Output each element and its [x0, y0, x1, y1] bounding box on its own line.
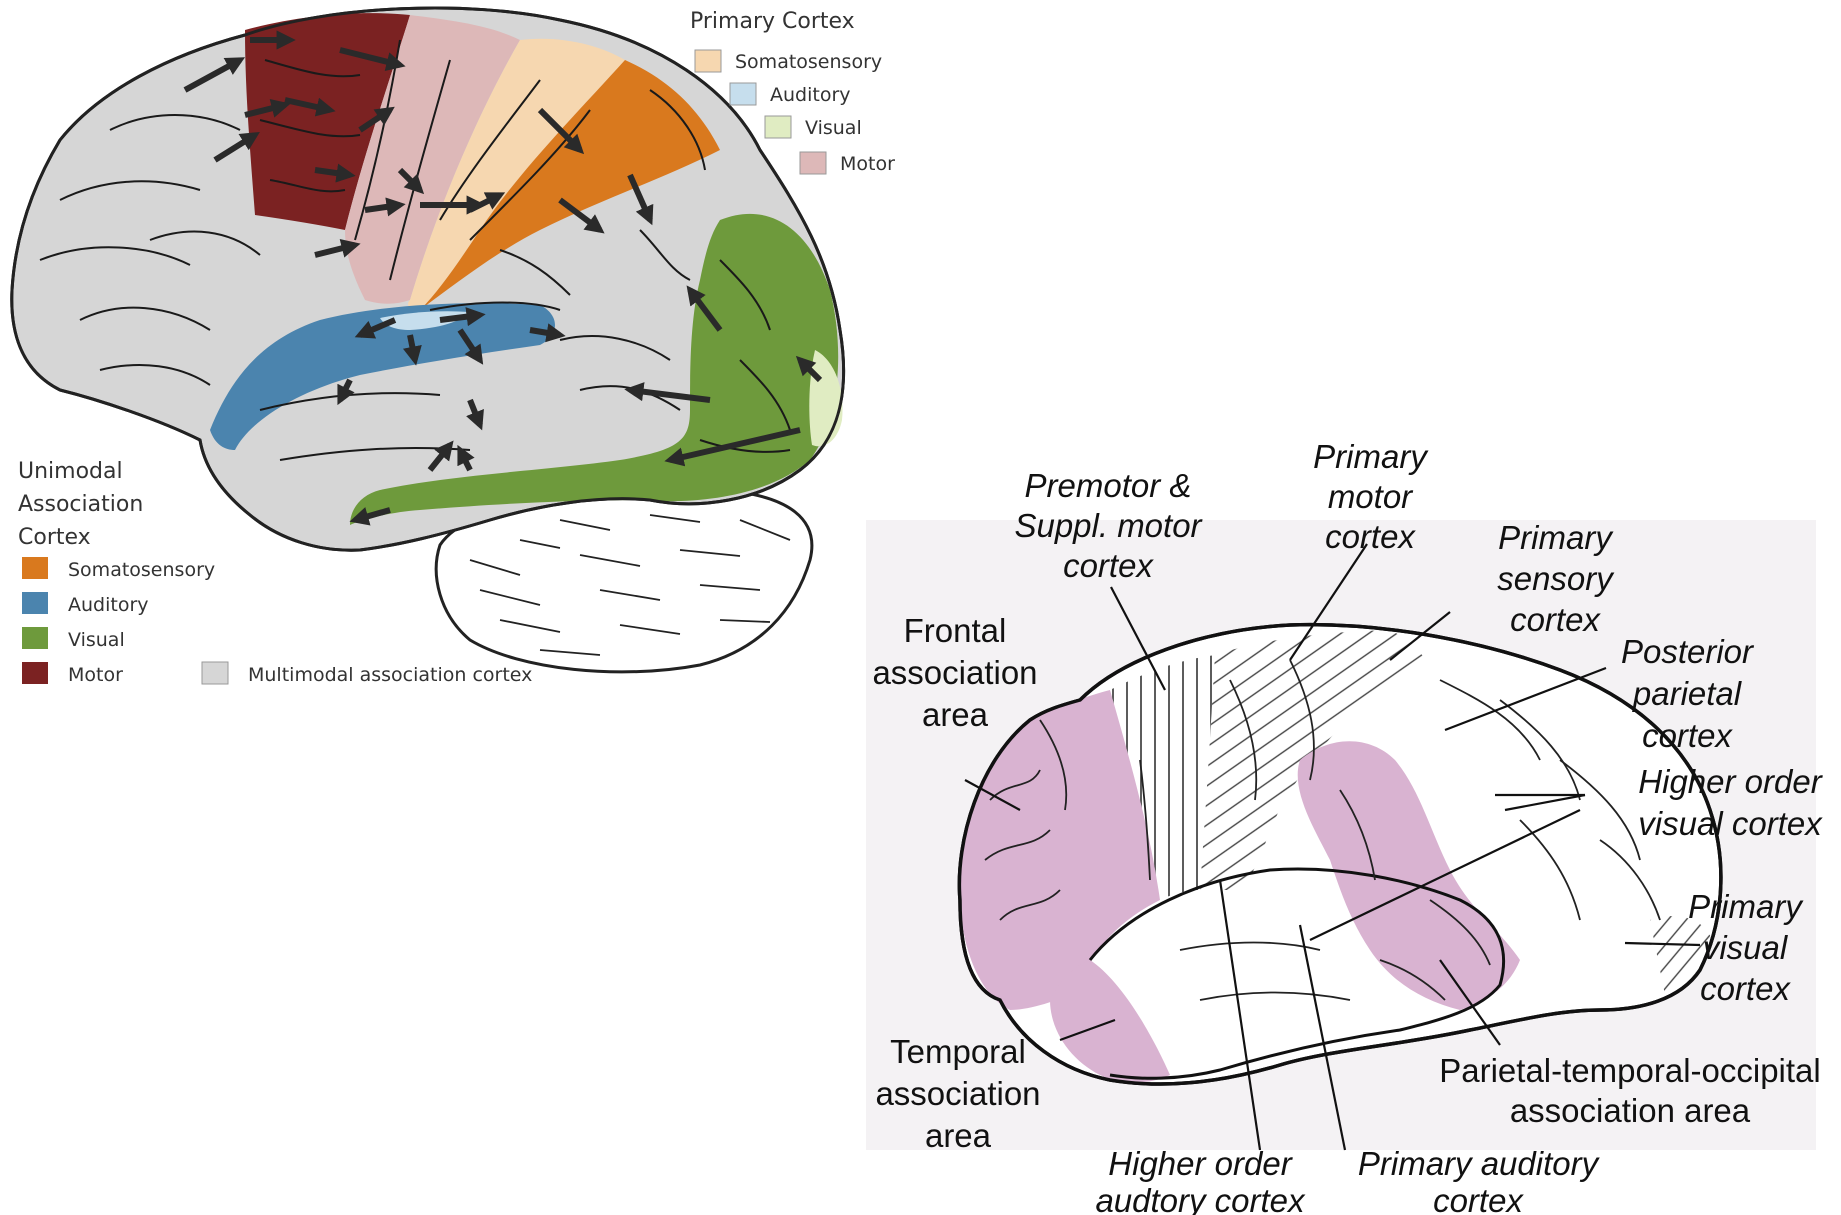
- label-primary-sensory-line-3: cortex: [1510, 601, 1601, 638]
- label-frontal-line-2: association: [872, 654, 1037, 691]
- label-higher-auditory-line-1: Higher order: [1108, 1145, 1293, 1182]
- unimodal-legend-somatosensory: Somatosensory: [68, 559, 215, 581]
- label-primary-motor-line-2: motor: [1328, 478, 1414, 515]
- swatch-assoc-auditory: [22, 592, 48, 614]
- label-frontal-line-1: Frontal: [904, 612, 1007, 649]
- label-primary-sensory-line-2: sensory: [1497, 560, 1615, 597]
- unimodal-legend-title-1: Unimodal: [18, 459, 123, 484]
- primary-legend-somatosensory: Somatosensory: [735, 51, 882, 73]
- primary-legend-visual: Visual: [805, 117, 862, 139]
- swatch-assoc-somatosensory: [22, 557, 48, 579]
- label-primary-motor-line-1: Primary: [1313, 438, 1429, 475]
- swatch-primary-auditory: [730, 83, 756, 105]
- swatch-assoc-visual: [22, 627, 48, 649]
- label-temporal-line-1: Temporal: [890, 1033, 1026, 1070]
- swatch-primary-motor: [800, 152, 826, 174]
- primary-legend-auditory: Auditory: [770, 84, 851, 106]
- label-premotor-line-1: Premotor &: [1025, 467, 1192, 504]
- right-brain-diagram: Premotor & Suppl. motor cortex Primary m…: [866, 438, 1824, 1215]
- label-frontal-line-3: area: [922, 696, 989, 733]
- swatch-primary-somatosensory: [695, 50, 721, 72]
- swatch-multimodal: [202, 662, 228, 684]
- label-primary-motor-line-3: cortex: [1325, 518, 1416, 555]
- label-premotor-line-2: Suppl. motor: [1014, 507, 1203, 544]
- label-temporal-line-2: association: [875, 1075, 1040, 1112]
- left-brain-diagram: Primary Cortex Somatosensory Auditory Vi…: [12, 8, 895, 686]
- label-primary-sensory-line-1: Primary: [1498, 519, 1614, 556]
- unimodal-legend-visual: Visual: [68, 629, 125, 651]
- label-higher-visual-line-2: visual cortex: [1638, 805, 1823, 842]
- label-primary-auditory-line-1: Primary auditory: [1358, 1145, 1601, 1182]
- label-primary-auditory-line-2: cortex: [1433, 1182, 1524, 1215]
- swatch-assoc-motor: [22, 662, 48, 684]
- unimodal-legend-title-2: Association: [18, 492, 143, 517]
- label-pto-line-1: Parietal-temporal-occipital: [1439, 1052, 1820, 1089]
- unimodal-legend-motor: Motor: [68, 664, 123, 686]
- label-posterior-parietal-line-2: parietal: [1632, 675, 1743, 712]
- label-pto-line-2: association area: [1510, 1092, 1751, 1129]
- label-primary-visual-line-3: cortex: [1700, 970, 1791, 1007]
- label-posterior-parietal-line-3: cortex: [1642, 717, 1733, 754]
- label-premotor-line-3: cortex: [1063, 547, 1154, 584]
- label-higher-auditory-line-2: audtory cortex: [1095, 1182, 1306, 1215]
- primary-legend-motor: Motor: [840, 153, 895, 175]
- label-posterior-parietal-line-1: Posterior: [1621, 633, 1755, 670]
- label-primary-visual-line-2: visual: [1703, 929, 1789, 966]
- label-primary-visual-line-1: Primary: [1688, 888, 1804, 925]
- label-temporal-line-3: area: [925, 1117, 992, 1154]
- label-higher-visual-line-1: Higher order: [1638, 763, 1823, 800]
- unimodal-legend-auditory: Auditory: [68, 594, 149, 616]
- primary-legend-title: Primary Cortex: [690, 9, 855, 34]
- swatch-primary-visual: [765, 116, 791, 138]
- multimodal-legend-label: Multimodal association cortex: [248, 664, 532, 686]
- unimodal-legend-title-3: Cortex: [18, 525, 91, 550]
